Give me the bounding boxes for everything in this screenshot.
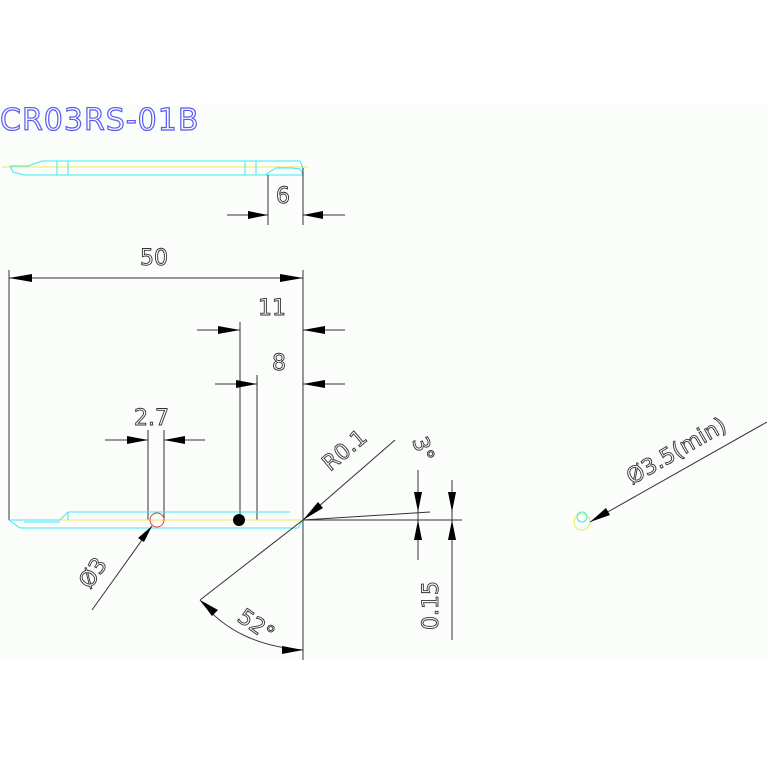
dim-hole-diameter: Ø3	[74, 553, 112, 593]
side-outline	[9, 160, 304, 176]
arrow	[303, 211, 323, 219]
part-number-title: CR03RS-01B	[0, 103, 199, 138]
dim-offset-11: 11	[258, 296, 286, 321]
dim-clearance-angle: 3°	[406, 434, 438, 466]
arrow	[248, 211, 268, 219]
side-view: 6	[2, 160, 345, 225]
hole-marker	[233, 514, 245, 526]
dim-slot-width: 2.7	[134, 406, 169, 431]
dim-offset-8: 8	[272, 351, 286, 376]
min-hole-detail: Ø3.5(min)	[573, 413, 767, 531]
front-outline	[8, 511, 304, 529]
dim-tip-radius: R0.1	[318, 425, 373, 476]
dim-length: 50	[140, 246, 168, 271]
dim-thickness: 6	[276, 184, 290, 209]
dim-wedge-angle: 52°	[233, 604, 279, 647]
drawing-sheet	[0, 105, 767, 660]
front-view: 50 11 8 2.7 Ø3	[8, 246, 462, 660]
dim-edge-height: 0.15	[419, 581, 444, 630]
hole-circle	[149, 512, 165, 528]
